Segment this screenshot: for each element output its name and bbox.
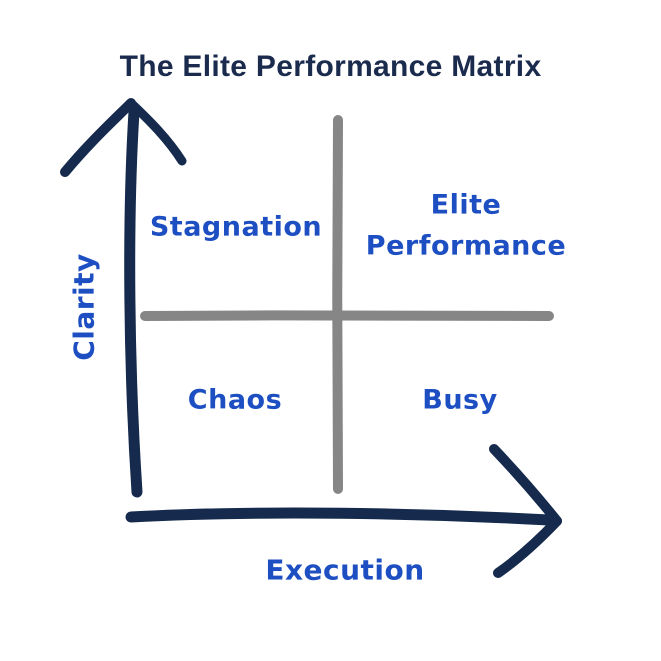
quadrant-label-elite-line1: Elite [430,189,502,221]
quadrant-label-busy: Busy [422,384,498,416]
quadrant-label-elite-performance: Elite Performance [366,186,566,267]
quadrant-label-chaos: Chaos [187,384,283,416]
horizontal-divider-line [140,310,554,321]
page-title: The Elite Performance Matrix [119,50,542,83]
vertical-divider-line [332,115,343,494]
quadrant-label-elite-line2: Performance [365,230,567,261]
x-axis-arrow [125,444,562,578]
y-axis-label: Clarity [67,253,101,361]
y-axis-arrow [60,98,187,498]
x-axis-label: Execution [265,553,425,587]
quadrant-label-stagnation: Stagnation [149,211,323,243]
